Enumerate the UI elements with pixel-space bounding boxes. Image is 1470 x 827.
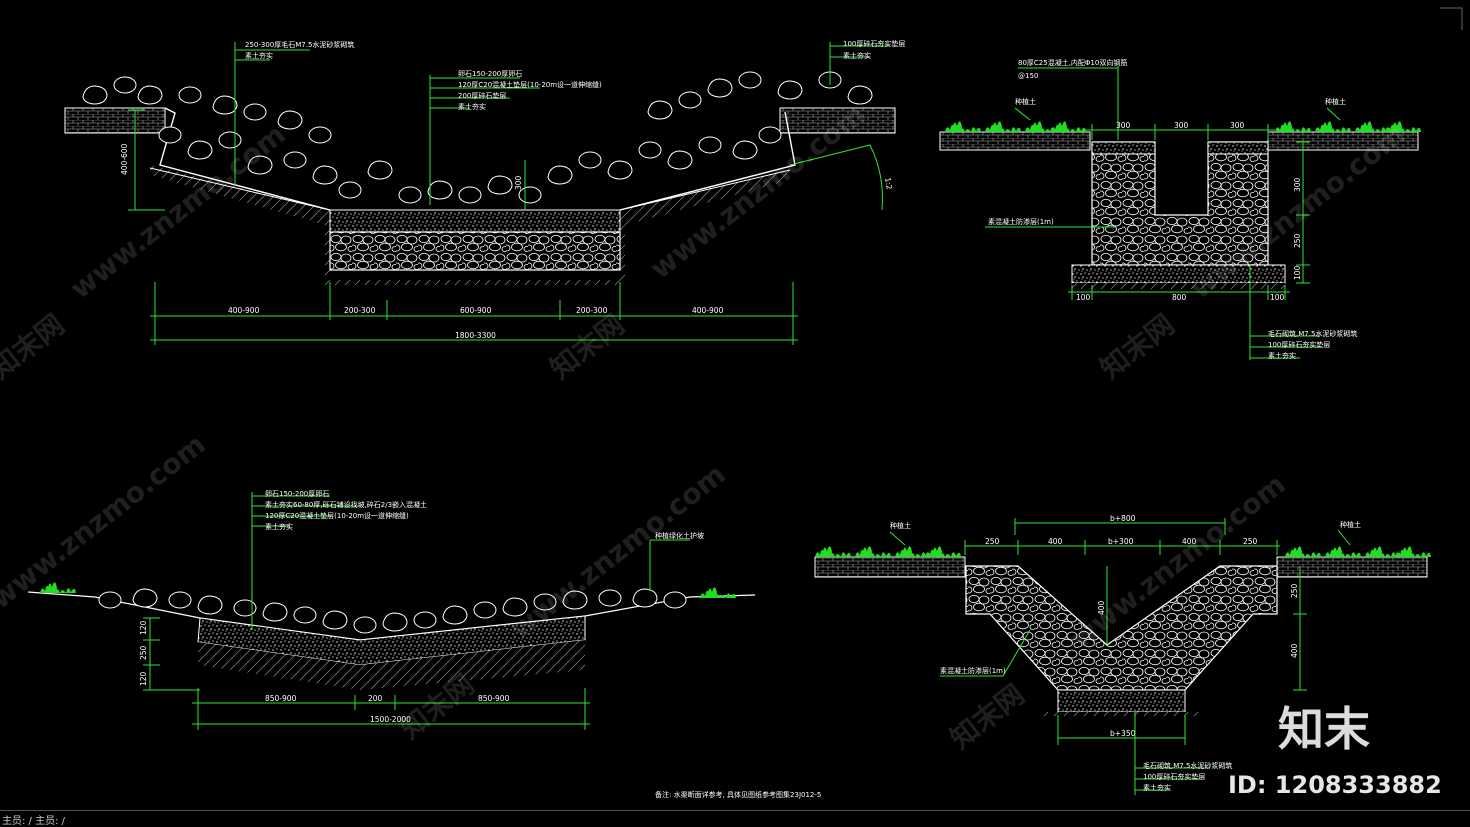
- section-c-side-dim-2: 250: [139, 645, 148, 660]
- section-a-right-label-1: 100厚碎石夯实垫层: [843, 39, 905, 48]
- section-d-dim-5: 250: [1243, 537, 1258, 546]
- section-a-right-label-2: 素土夯实: [843, 51, 871, 60]
- section-a-dim-2: 200-300: [344, 306, 376, 315]
- frame-corner: [1440, 7, 1463, 30]
- section-d-dim-1: 250: [985, 537, 1000, 546]
- section-c-label-2: 素土夯实60-80厚,砾石铺设找坡,碎石2/3嵌入混凝土: [265, 500, 427, 509]
- bottom-status-text: 主员: / 主员: /: [2, 816, 66, 827]
- watermark-brand-5: 知末网: [944, 678, 1031, 756]
- section-b-bottom-dim-2: 800: [1172, 293, 1187, 302]
- section-b-soil-left: 种植土: [1015, 97, 1036, 106]
- section-a-dim-5: 400-900: [692, 306, 724, 315]
- section-b-top-label: 80厚C25混凝土,内配Φ10双向钢筋: [1018, 58, 1127, 67]
- section-b-soil-right: 种植土: [1325, 97, 1346, 106]
- section-c-drawing: 卵石150-200厚卵石 素土夯实60-80厚,砾石铺设找坡,碎石2/3嵌入混凝…: [27, 489, 756, 730]
- section-b-side-dim-3: 100: [1293, 265, 1302, 280]
- section-c-dim-1: 850-900: [265, 694, 297, 703]
- section-a-center-label-2: 120厚C20混凝土垫层(10-20m设一道伸缩缝): [458, 80, 602, 89]
- section-d-soil-right: 种植土: [1340, 520, 1361, 529]
- image-id-text: ID: 1208333882: [1228, 771, 1442, 799]
- section-a-dim-4: 200-300: [576, 306, 608, 315]
- section-a-depth-dim: 300: [514, 175, 523, 190]
- section-d-side-dim-2: 400: [1290, 643, 1299, 658]
- section-d-dim-3: b+300: [1108, 537, 1134, 546]
- section-d-dim-2: 400: [1048, 537, 1063, 546]
- section-a-total-dim: 1800-3300: [455, 331, 496, 340]
- section-c-side-dim-3: 120: [139, 671, 148, 686]
- watermark-url-1: www.znzmo.com: [64, 118, 292, 306]
- watermark-url-4: www.znzmo.com: [0, 428, 212, 616]
- section-a-dim-3: 600-900: [460, 306, 492, 315]
- section-d-side-label: 素混凝土防渗层(1m): [940, 666, 1006, 675]
- watermark-brand-1: 知末网: [0, 308, 71, 386]
- section-d-depth-dim: 400: [1097, 600, 1106, 615]
- section-b-bottom-label-3: 素土夯实: [1268, 351, 1296, 360]
- watermark-url-5: www.znzmo.com: [504, 458, 732, 646]
- section-d-bottom-label-1: 毛石砌筑,M7.5水泥砂浆砌筑: [1143, 761, 1232, 770]
- section-c-label-3: 120厚C20混凝土垫层(10-20m设一道伸缩缝): [265, 511, 409, 520]
- brand-logo-text: 知末: [1278, 702, 1370, 756]
- section-a-center-label-4: 素土夯实: [458, 102, 486, 111]
- section-a-center-label-3: 200厚碎石垫层: [458, 91, 506, 100]
- section-a-drawing: 250-300厚毛石M7.5水泥砂浆砌筑 素土夯实 卵石150-200厚卵石 1…: [64, 39, 905, 345]
- section-c-dim-3: 850-900: [478, 694, 510, 703]
- watermark-brand-2: 知末网: [544, 308, 631, 386]
- section-d-side-dim-1: 250: [1290, 583, 1299, 598]
- section-c-right-label: 种植绿化土护坡: [655, 531, 704, 540]
- section-b-bottom-dim-3: 100: [1270, 293, 1285, 302]
- section-c-label-4: 素土夯实: [265, 522, 293, 531]
- section-a-height-dim: 400-600: [120, 143, 129, 175]
- section-b-side-label: 素混凝土防渗层(1m): [988, 217, 1054, 226]
- section-a-dim-1: 400-900: [228, 306, 260, 315]
- section-c-side-dim-1: 120: [139, 620, 148, 635]
- section-c-stones: [98, 588, 687, 634]
- bottom-frame-line: [0, 810, 1470, 811]
- section-d-bottom-dim: b+350: [1110, 729, 1136, 738]
- section-b-bottom-dim-1: 100: [1076, 293, 1091, 302]
- section-b-side-dim-2: 250: [1293, 233, 1302, 248]
- section-d-drawing: b+800 250 400 b+300 400 250 400 250 400 …: [814, 514, 1431, 795]
- section-c-total-dim: 1500-2000: [370, 715, 411, 724]
- drawing-note: 备注: 水渠断面详参考, 具体见图纸参考图集23J012-5: [655, 790, 821, 799]
- section-a-label-1: 250-300厚毛石M7.5水泥砂浆砌筑: [245, 40, 354, 49]
- section-b-bottom-label-2: 100厚碎石夯实垫层: [1268, 340, 1330, 349]
- section-b-drawing: 80厚C25混凝土,内配Φ10双向钢筋 @150 种植土 种植土 300 300…: [939, 58, 1421, 360]
- section-b-top-dim-1: 300: [1116, 121, 1131, 130]
- section-d-bottom-label-3: 素土夯实: [1143, 783, 1171, 792]
- section-c-dim-2: 200: [368, 694, 383, 703]
- section-b-top-label-2: @150: [1018, 72, 1038, 80]
- watermark-url-2: www.znzmo.com: [644, 98, 872, 286]
- section-d-soil-left: 种植土: [890, 521, 911, 530]
- section-d-top-dim: b+800: [1110, 514, 1136, 523]
- section-a-center-label-1: 卵石150-200厚卵石: [458, 69, 522, 78]
- watermark-brand-3: 知末网: [1094, 308, 1181, 386]
- section-b-top-dim-3: 300: [1230, 121, 1245, 130]
- section-a-label-2: 素土夯实: [245, 51, 273, 60]
- section-b-side-dim-1: 300: [1293, 177, 1302, 192]
- section-c-label-1: 卵石150-200厚卵石: [265, 489, 329, 498]
- section-a-slope-dim: 1:2: [883, 177, 894, 191]
- section-d-bottom-label-2: 100厚碎石夯实垫层: [1143, 772, 1205, 781]
- section-d-dim-4: 400: [1182, 537, 1197, 546]
- section-b-bottom-label-1: 毛石砌筑,M7.5水泥砂浆砌筑: [1268, 329, 1357, 338]
- section-b-top-dim-2: 300: [1174, 121, 1189, 130]
